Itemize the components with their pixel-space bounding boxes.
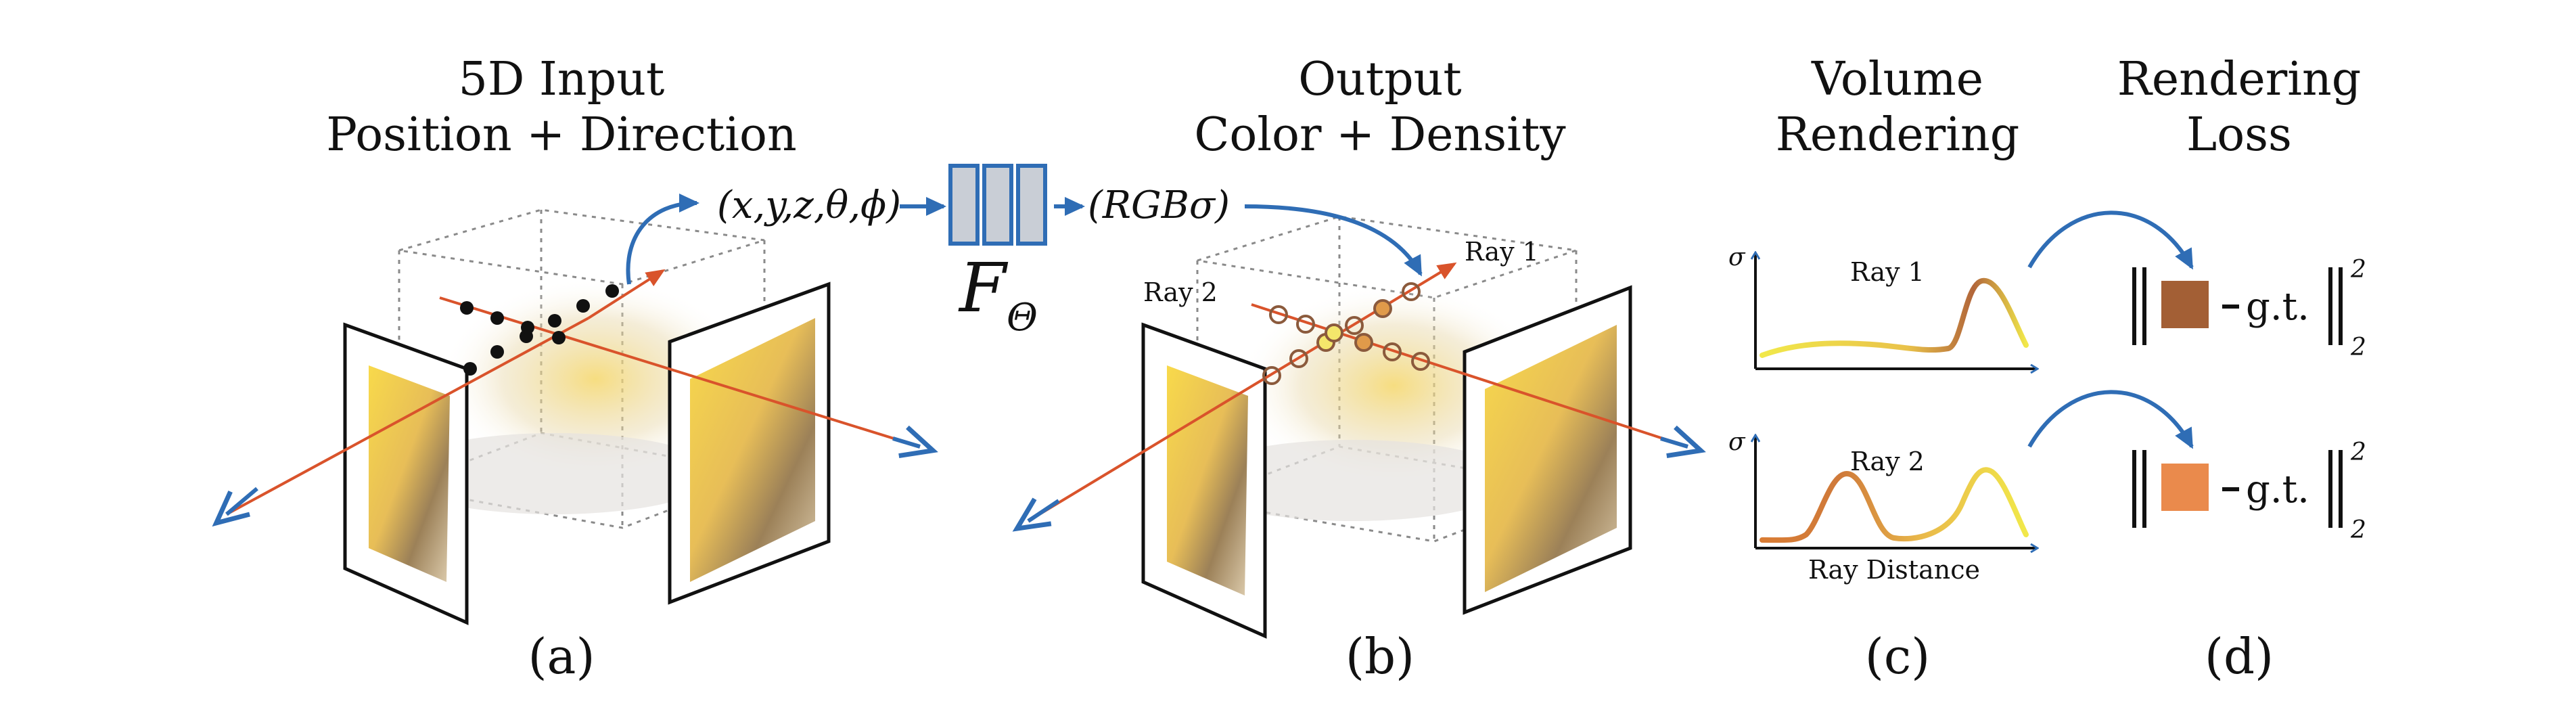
density-curve-ray1 xyxy=(1760,277,2029,358)
loss-arrow-ray1 xyxy=(2027,210,2194,270)
camera-arrow-a-right xyxy=(892,425,938,459)
gt-label-ray1: g.t. xyxy=(2246,285,2309,329)
mlp-network-icon xyxy=(948,164,1047,246)
network-input-text: (x,y,z,θ,ϕ) xyxy=(717,183,901,227)
plot1-ray-label: Ray 1 xyxy=(1850,257,1925,287)
sample-points-b xyxy=(1262,282,1430,385)
loss-sub-ray1: 2 xyxy=(2350,334,2366,361)
ray-2-label: Ray 2 xyxy=(1143,277,1218,307)
input-arrow xyxy=(626,194,699,285)
panel-a: 5D Input Position + Direction xyxy=(212,53,938,685)
plot2-ray-label: Ray 2 xyxy=(1850,447,1925,476)
loss-sup-ray2: 2 xyxy=(2350,438,2366,466)
loss-sup-ray1: 2 xyxy=(2350,256,2366,284)
loss-term-ray2: g.t. 2 2 xyxy=(2132,438,2366,544)
camera-arrow-a-left xyxy=(212,487,258,527)
panel-d-label: (d) xyxy=(2205,628,2274,685)
panel-c-title-line2: Rendering xyxy=(1776,108,2020,162)
predicted-color-ray1 xyxy=(2161,281,2209,328)
ray-a-right xyxy=(439,296,921,448)
predicted-color-ray2 xyxy=(2161,464,2209,511)
camera-frame-b-left xyxy=(1141,322,1267,639)
lego-shadow-a xyxy=(392,433,717,514)
camera-frame-a-right xyxy=(668,282,831,605)
ray-1-label: Ray 1 xyxy=(1465,237,1539,267)
camera-frame-a-left xyxy=(343,322,469,625)
panel-b-label: (b) xyxy=(1346,628,1414,685)
sample-points-a xyxy=(460,284,619,376)
density-plot-ray1: σ Ray 1 xyxy=(1728,244,2036,369)
lego-shadow-b xyxy=(1191,440,1515,521)
loss-arrow-ray2 xyxy=(2027,390,2194,449)
output-arrow xyxy=(1244,204,1423,277)
gt-label-ray2: g.t. xyxy=(2246,468,2309,512)
panel-a-label: (a) xyxy=(528,628,595,685)
ray-b-2 xyxy=(1251,303,1688,448)
panel-a-title-line2: Position + Direction xyxy=(326,108,797,162)
panel-c-title-line1: Volume xyxy=(1811,53,1983,106)
plot2-ylabel: σ xyxy=(1728,428,1746,456)
camera-arrow-b-right xyxy=(1660,425,1706,459)
ray-a-left xyxy=(226,317,589,516)
panel-d: Rendering Loss g.t. 2 2 g.t. 2 2 xyxy=(2027,53,2366,685)
loss-term-ray1: g.t. 2 2 xyxy=(2132,256,2366,361)
ray-a-left-ext xyxy=(587,269,666,319)
panel-d-title-line2: Loss xyxy=(2186,108,2292,162)
network-block: (x,y,z,θ,ϕ) F Θ (RGBσ) xyxy=(717,164,1230,340)
network-subscript: Θ xyxy=(1007,296,1038,340)
panel-c: Volume Rendering σ Ray 1 σ Ray 2 Ray Dis… xyxy=(1728,53,2036,685)
plot2-xlabel: Ray Distance xyxy=(1808,555,1980,585)
network-output-text: (RGBσ) xyxy=(1088,183,1230,227)
network-symbol: F xyxy=(958,248,1009,328)
camera-arrow-b-left xyxy=(1012,497,1060,532)
panel-a-title-line1: 5D Input xyxy=(459,53,665,106)
panel-c-label: (c) xyxy=(1865,628,1931,685)
density-curve-ray2 xyxy=(1760,467,2029,543)
loss-sub-ray2: 2 xyxy=(2350,516,2366,544)
panel-d-title-line1: Rendering xyxy=(2117,53,2362,106)
panel-b-title-line1: Output xyxy=(1298,53,1462,106)
panel-b: Output Color + Density xyxy=(1012,53,1706,685)
density-plot-ray2: σ Ray 2 Ray Distance xyxy=(1728,428,2036,585)
plot1-ylabel: σ xyxy=(1728,244,1746,271)
panel-b-title-line2: Color + Density xyxy=(1194,108,1566,162)
